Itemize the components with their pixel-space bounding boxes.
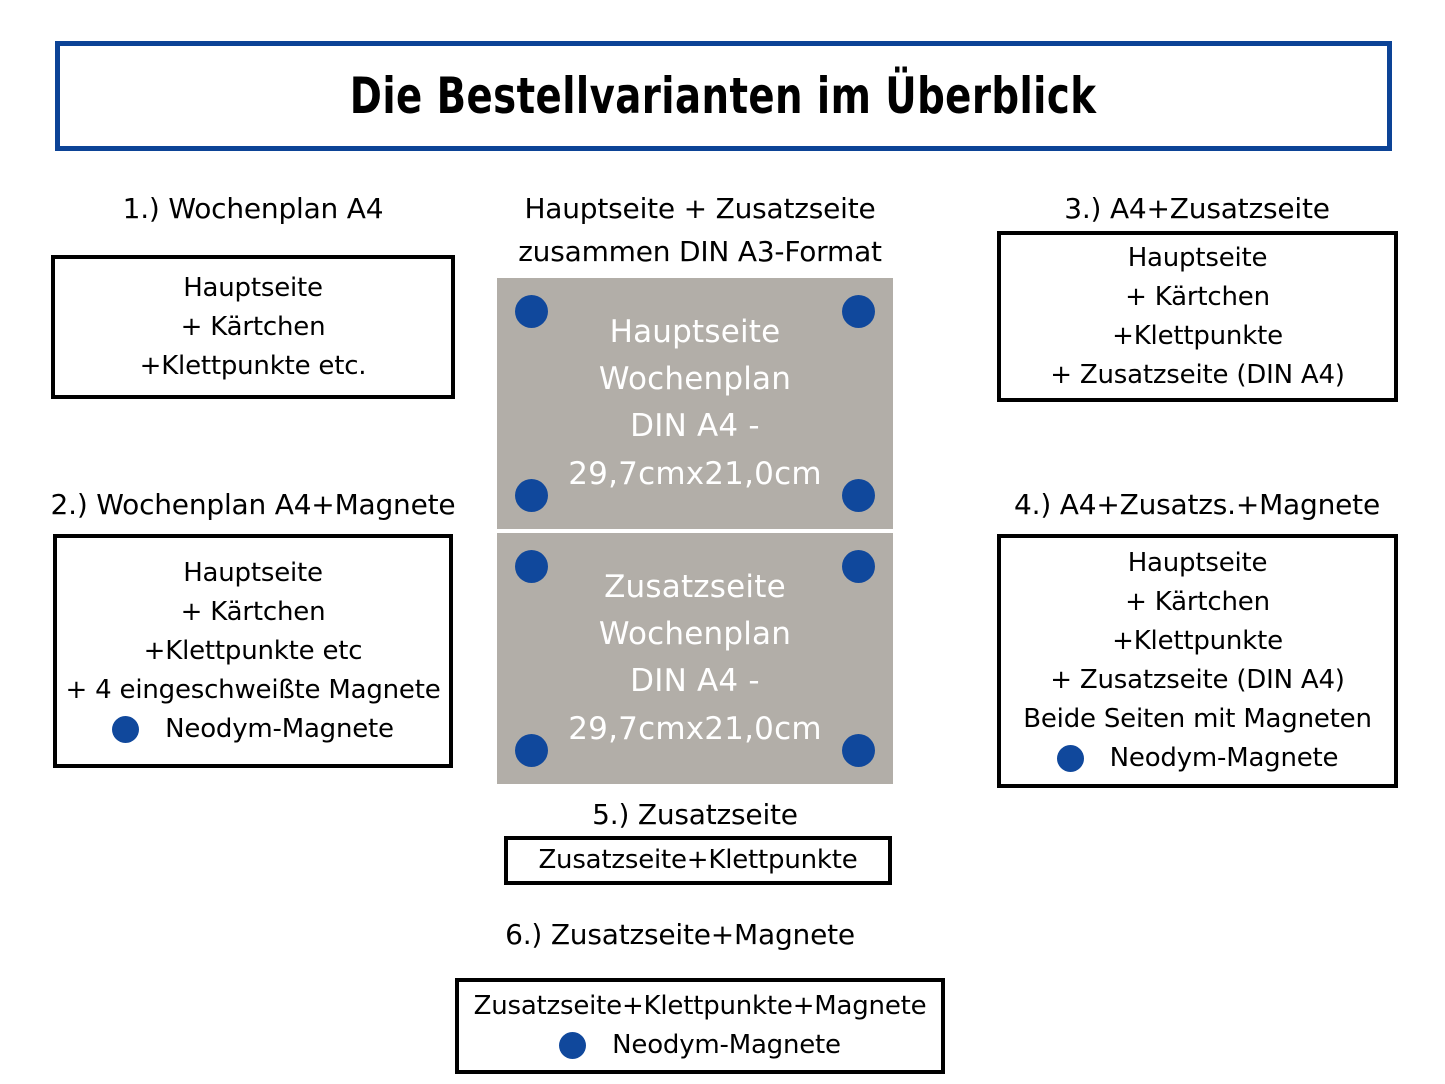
variant-4-line-5: Beide Seiten mit Magneten xyxy=(1023,704,1372,734)
variant-2-line-3: +Klettpunkte etc xyxy=(143,635,363,666)
variant-6-legend-label: Neodym-Magnete xyxy=(612,1030,841,1060)
zusatzseite-page-text: Zusatzseite Wochenplan DIN A4 - 29,7cmx2… xyxy=(497,564,893,754)
variant-1-heading: 1.) Wochenplan A4 xyxy=(122,192,384,225)
magnet-dot-icon xyxy=(1056,745,1084,772)
variant-3-line-2: + Kärtchen xyxy=(1125,281,1270,312)
variant-5-line-1: Zusatzseite+Klettpunkte xyxy=(538,845,858,875)
variant-3-box: Hauptseite + Kärtchen +Klettpunkte + Zus… xyxy=(997,231,1398,402)
variant-2-box: Hauptseite + Kärtchen +Klettpunkte etc +… xyxy=(53,534,453,768)
variant-5-heading: 5.) Zusatzseite xyxy=(592,798,798,831)
variant-1-line-3: +Klettpunkte etc. xyxy=(139,350,367,381)
variant-1-line-2: + Kärtchen xyxy=(180,311,326,342)
zusatzseite-line-3: DIN A4 - xyxy=(630,663,760,700)
center-heading-line-1: Hauptseite + Zusatzseite xyxy=(524,192,876,225)
variant-4-line-1: Hauptseite xyxy=(1127,548,1268,578)
magnet-dot-icon xyxy=(842,550,875,583)
magnet-dot-icon xyxy=(515,479,548,512)
magnet-dot-icon xyxy=(515,295,548,328)
title-banner: Die Bestellvarianten im Überblick xyxy=(55,41,1392,151)
magnet-dot-icon xyxy=(842,734,875,767)
variant-2-legend: Neodym-Magnete xyxy=(112,710,394,749)
variant-6-heading: 6.) Zusatzseite+Magnete xyxy=(505,918,855,951)
variant-6-box: Zusatzseite+Klettpunkte+Magnete Neodym-M… xyxy=(455,978,945,1074)
variant-1-line-1: Hauptseite xyxy=(183,272,323,303)
variant-4-legend: Neodym-Magnete xyxy=(1056,739,1339,778)
magnet-dot-icon xyxy=(112,715,140,743)
magnet-dot-icon xyxy=(559,1032,587,1059)
variant-1-box: Hauptseite + Kärtchen +Klettpunkte etc. xyxy=(51,255,455,399)
hauptseite-page: Hauptseite Wochenplan DIN A4 - 29,7cmx21… xyxy=(497,278,893,529)
variant-3-heading: 3.) A4+Zusatzseite xyxy=(1064,192,1330,225)
variant-6-line-1: Zusatzseite+Klettpunkte+Magnete xyxy=(473,991,927,1021)
variant-4-line-4: + Zusatzseite (DIN A4) xyxy=(1050,665,1345,695)
hauptseite-line-4: 29,7cmx21,0cm xyxy=(568,455,822,492)
variant-4-legend-label: Neodym-Magnete xyxy=(1109,743,1339,773)
variant-4-box: Hauptseite + Kärtchen +Klettpunkte + Zus… xyxy=(997,534,1398,788)
zusatzseite-page: Zusatzseite Wochenplan DIN A4 - 29,7cmx2… xyxy=(497,533,893,784)
magnet-dot-icon xyxy=(842,479,875,512)
zusatzseite-line-2: Wochenplan xyxy=(598,616,792,653)
zusatzseite-line-1: Zusatzseite xyxy=(604,568,786,605)
variant-2-line-4: + 4 eingeschweißte Magnete xyxy=(65,674,441,705)
variant-2-line-2: + Kärtchen xyxy=(180,596,326,627)
magnet-dot-icon xyxy=(515,734,548,767)
hauptseite-line-3: DIN A4 - xyxy=(630,408,760,445)
variant-6-legend: Neodym-Magnete xyxy=(559,1026,841,1065)
variant-4-line-3: +Klettpunkte xyxy=(1112,626,1283,656)
variant-5-box: Zusatzseite+Klettpunkte xyxy=(504,836,892,885)
hauptseite-page-text: Hauptseite Wochenplan DIN A4 - 29,7cmx21… xyxy=(497,309,893,499)
variant-2-line-1: Hauptseite xyxy=(183,557,323,588)
variant-3-line-1: Hauptseite xyxy=(1127,242,1268,273)
hauptseite-line-2: Wochenplan xyxy=(598,361,792,398)
center-heading-line-2: zusammen DIN A3-Format xyxy=(518,235,882,268)
magnet-dot-icon xyxy=(515,550,548,583)
variant-4-heading: 4.) A4+Zusatzs.+Magnete xyxy=(1014,488,1380,521)
zusatzseite-line-4: 29,7cmx21,0cm xyxy=(568,710,822,747)
variant-3-line-3: +Klettpunkte xyxy=(1112,320,1283,351)
hauptseite-line-1: Hauptseite xyxy=(609,313,781,350)
variant-2-legend-label: Neodym-Magnete xyxy=(165,713,394,744)
magnet-dot-icon xyxy=(842,295,875,328)
variant-3-line-4: + Zusatzseite (DIN A4) xyxy=(1050,359,1345,390)
variant-4-line-2: + Kärtchen xyxy=(1125,587,1270,617)
page-title: Die Bestellvarianten im Überblick xyxy=(350,67,1097,125)
variant-2-heading: 2.) Wochenplan A4+Magnete xyxy=(50,488,456,521)
